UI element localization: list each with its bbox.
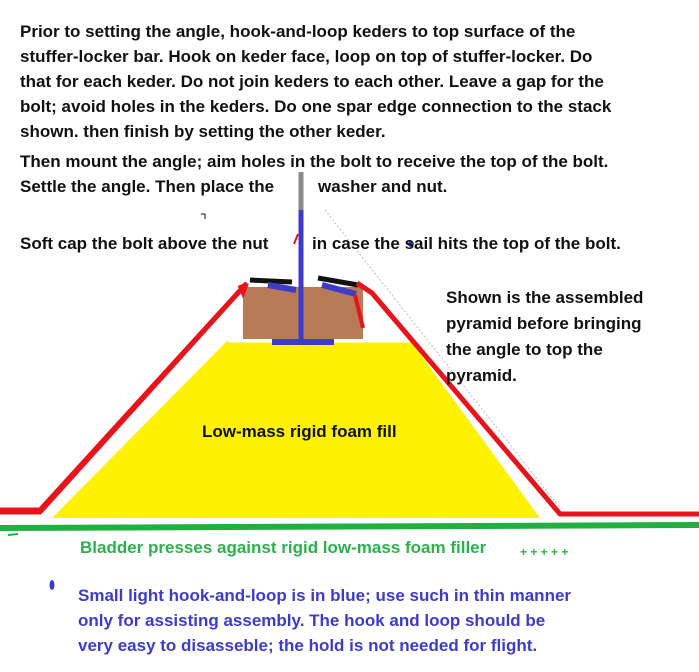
pyramid-note-line-3: the angle to top the (446, 340, 603, 359)
guide-line (324, 209, 561, 509)
blue-dot (408, 241, 414, 247)
pyramid-note-line-4: pyramid. (446, 366, 517, 385)
red-frame-left (0, 281, 249, 515)
blue-note-line-3: very easy to disasseble; the hold is not… (78, 636, 538, 655)
bladder-note: Bladder presses against rigid low-mass f… (80, 538, 487, 557)
red-frame-right (355, 280, 699, 517)
instruction-line-4: bolt; avoid holes in the keders. Do one … (20, 97, 612, 116)
softcap-text-right: in case the sail hits the top of the bol… (312, 234, 621, 253)
instruction-line-8: washer and nut. (318, 177, 448, 196)
plus-marks: + + + + + (520, 545, 569, 559)
instruction-line-6: Then mount the angle; aim holes in the b… (20, 152, 609, 171)
keder-left (249, 277, 293, 285)
softcap-text-left: Soft cap the bolt above the nut (20, 234, 269, 253)
blue-note-line-1: Small light hook-and-loop is in blue; us… (78, 586, 572, 605)
instruction-line-2: stuffer-locker bar. Hook on keder face, … (20, 47, 593, 66)
instruction-line-1: Prior to setting the angle, hook-and-loo… (20, 22, 576, 41)
bladder-line (0, 522, 699, 531)
instruction-line-7: Settle the angle. Then place the (20, 177, 275, 196)
instruction-line-5: shown. then finish by setting the other … (20, 122, 386, 141)
foam-fill (52, 340, 540, 518)
stray-tick (293, 233, 299, 245)
red-stub (353, 294, 365, 329)
pyramid-note-line-1: Shown is the assembled (446, 288, 644, 307)
hook-loop-left (267, 282, 297, 293)
hook-loop-right (321, 282, 357, 297)
instruction-line-3: that for each keder. Do not join keders … (20, 72, 604, 91)
pyramid-note-line-2: pyramid before bringing (446, 314, 642, 333)
foam-label: Low-mass rigid foam fill (202, 422, 397, 441)
black-tick (201, 213, 206, 219)
blue-mark (49, 580, 55, 590)
blue-note-line-2: only for assisting assembly. The hook an… (78, 611, 546, 630)
green-dash (7, 533, 19, 536)
keder-right (317, 275, 359, 288)
